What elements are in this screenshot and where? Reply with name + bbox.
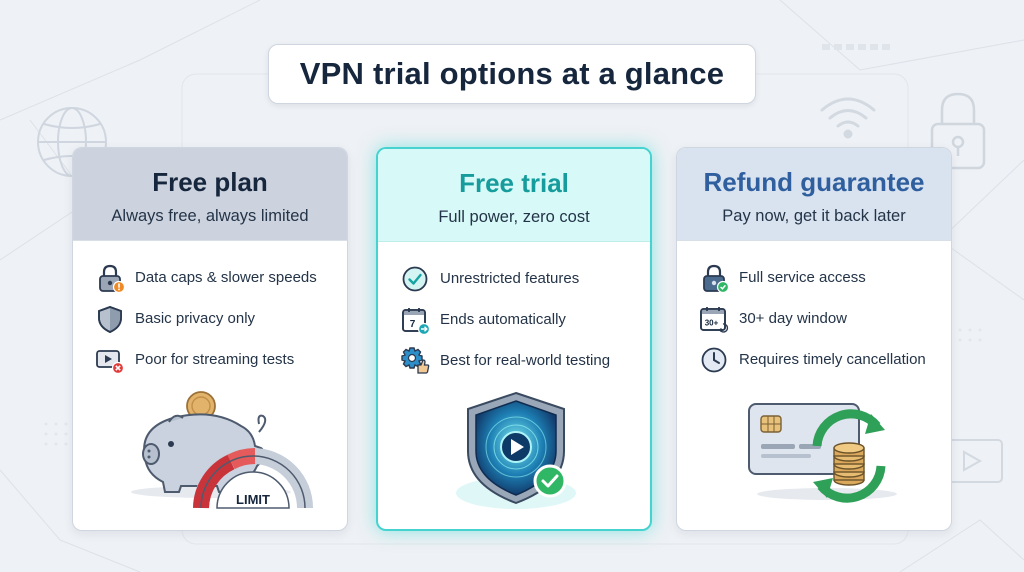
feature-list: Unrestricted features 7 Ends automatical…	[378, 242, 650, 381]
list-item: Requires timely cancellation	[699, 339, 951, 380]
list-item: 7 Ends automatically	[400, 299, 650, 340]
calendar-30-icon: 30+	[699, 304, 729, 334]
calendar-arrow-icon: 7	[400, 305, 430, 335]
feature-text: Full service access	[739, 269, 866, 286]
list-item: Full service access	[699, 257, 951, 298]
gear-thumbs-up-icon	[400, 346, 430, 376]
feature-text: Requires timely cancellation	[739, 351, 926, 368]
list-item: 30+ 30+ day window	[699, 298, 951, 339]
card-header: Refund guarantee Pay now, get it back la…	[677, 148, 951, 241]
card-title: Free trial	[459, 167, 569, 198]
gauge-label: LIMIT	[236, 492, 270, 507]
feature-text: Best for real-world testing	[440, 352, 611, 369]
card-refund-guarantee: Refund guarantee Pay now, get it back la…	[676, 147, 952, 531]
feature-list: Data caps & slower speeds Basic privacy …	[73, 241, 347, 380]
calendar-day: 30+	[705, 318, 719, 327]
dash-decoration	[822, 44, 890, 50]
piggy-bank-gauge-icon: LIMIT	[73, 388, 347, 528]
feature-text: Ends automatically	[440, 311, 566, 328]
wifi-decoration-icon	[820, 97, 876, 139]
padlock-warning-icon	[95, 263, 125, 293]
video-blocked-icon	[95, 345, 125, 375]
padlock-decoration-icon	[930, 92, 986, 170]
padlock-check-icon	[699, 263, 729, 293]
credit-card-coins-refund-icon	[677, 388, 951, 528]
calendar-day: 7	[410, 319, 416, 330]
card-header: Free trial Full power, zero cost	[378, 149, 650, 242]
card-free-trial: Free trial Full power, zero cost Unrestr…	[376, 147, 652, 531]
feature-text: Data caps & slower speeds	[135, 269, 317, 286]
list-item: Unrestricted features	[400, 258, 650, 299]
list-item: Poor for streaming tests	[95, 339, 347, 380]
feature-text: Basic privacy only	[135, 310, 256, 327]
page-title: VPN trial options at a glance	[299, 56, 725, 91]
feature-text: Unrestricted features	[440, 270, 580, 287]
card-subtitle: Always free, always limited	[111, 206, 309, 225]
card-header: Free plan Always free, always limited	[73, 148, 347, 241]
list-item: Data caps & slower speeds	[95, 257, 347, 298]
list-item: Basic privacy only	[95, 298, 347, 339]
shield-play-check-icon	[378, 389, 650, 529]
feature-list: Full service access 30+ 30+ day window	[677, 241, 951, 380]
feature-text: 30+ day window	[739, 310, 847, 327]
card-subtitle: Pay now, get it back later	[722, 206, 906, 225]
dot-grid-decoration	[44, 328, 982, 446]
clock-icon	[699, 345, 729, 375]
card-free-plan: Free plan Always free, always limited Da…	[72, 147, 348, 531]
card-subtitle: Full power, zero cost	[438, 207, 590, 226]
feature-text: Poor for streaming tests	[135, 351, 295, 368]
check-circle-icon	[400, 264, 430, 294]
shield-icon	[95, 304, 125, 334]
title-banner: VPN trial options at a glance	[268, 44, 756, 104]
card-title: Free plan	[152, 166, 268, 197]
card-title: Refund guarantee	[703, 166, 925, 197]
list-item: Best for real-world testing	[400, 340, 650, 381]
